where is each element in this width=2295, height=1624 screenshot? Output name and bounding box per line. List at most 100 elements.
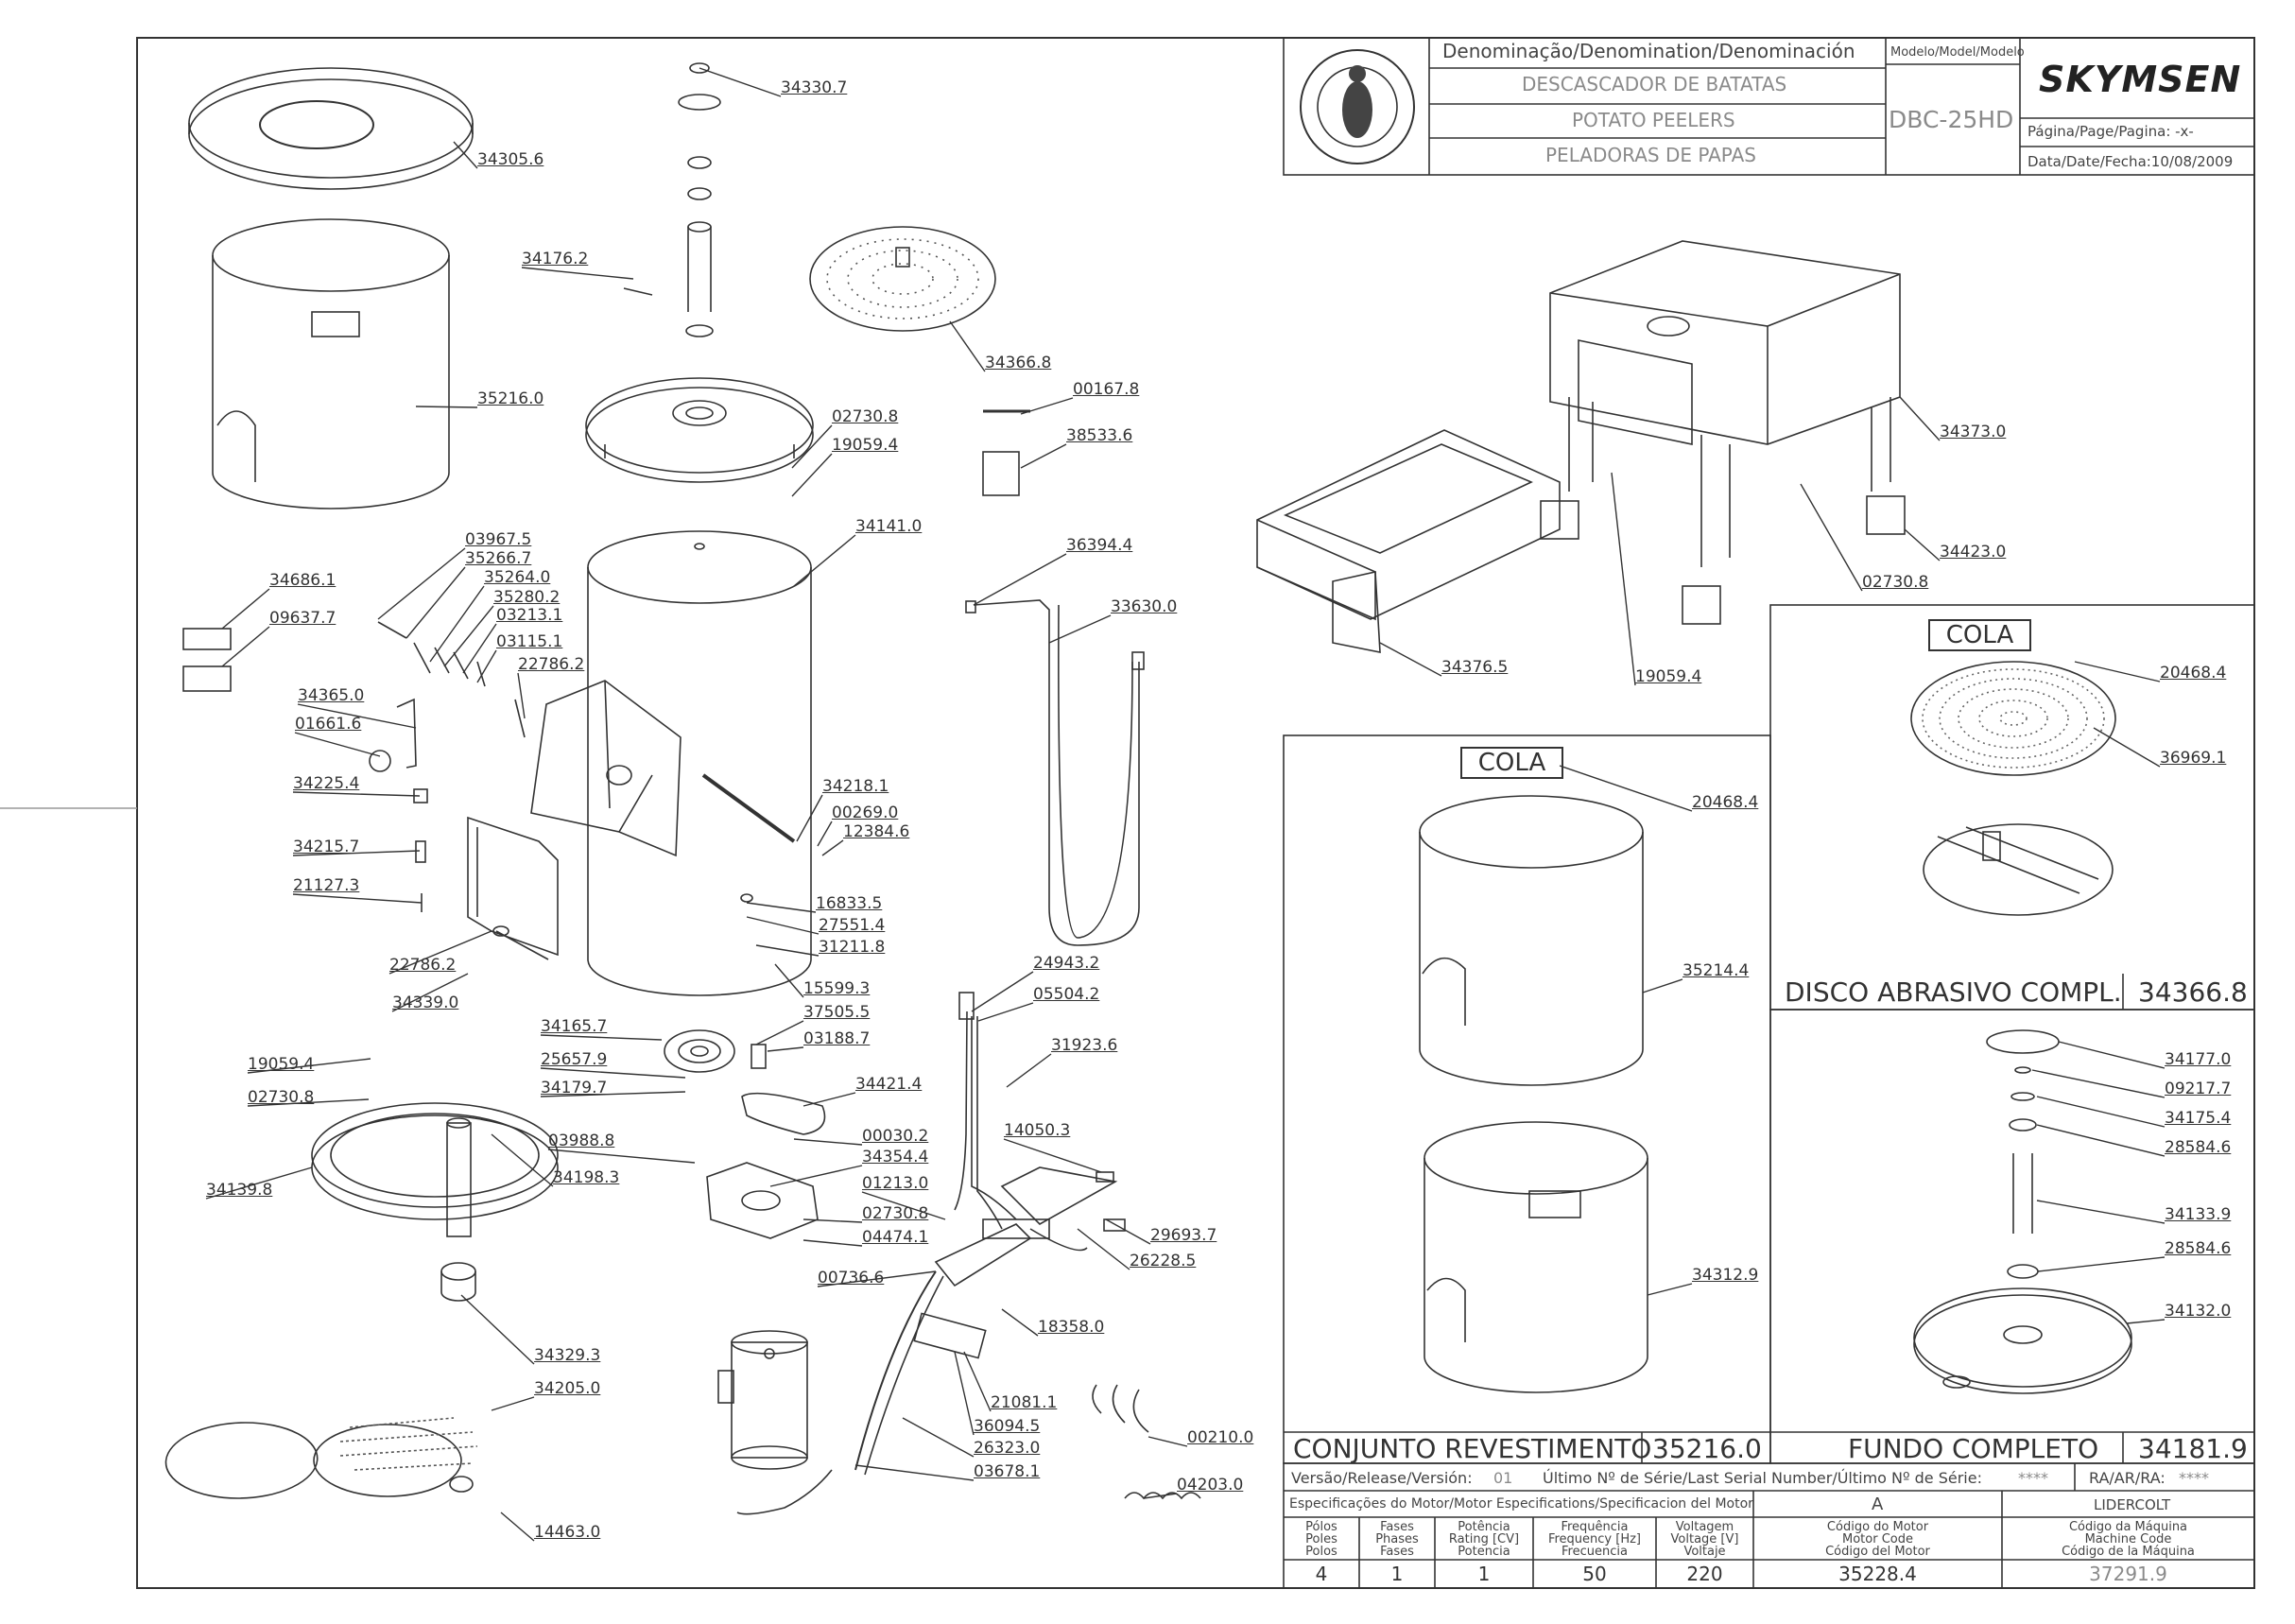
part-label-40: 31923.6 <box>1051 1036 1118 1055</box>
part-label-37: 34165.7 <box>541 1017 608 1036</box>
part-label-45: 34179.7 <box>541 1079 608 1097</box>
part-label-leader-40 <box>1006 1053 1052 1088</box>
panel-fundo-title: FUNDO COMPLETO <box>1848 1433 2099 1464</box>
part-label-33: 34339.0 <box>392 993 459 1012</box>
part-label-leader-63 <box>1148 1436 1188 1447</box>
part-label-leader-52 <box>205 1166 313 1200</box>
switch-box <box>934 1166 1126 1287</box>
part-label-leader-24 <box>796 794 823 842</box>
part-label-38: 37505.5 <box>803 1003 871 1022</box>
part-label-leader-64 <box>902 1417 975 1458</box>
denomination-header: Denominação/Denomination/Denominación <box>1442 40 1855 62</box>
fundo-label-3: 28584.6 <box>2165 1138 2232 1157</box>
ra-label: RA/AR/RA: <box>2089 1469 2166 1487</box>
part-label-leader-16 <box>221 626 270 667</box>
part-label-7: 19059.4 <box>832 436 899 455</box>
fundo-label-leader-0 <box>2058 1041 2166 1069</box>
model-header: Modelo/Model/Modelo <box>1890 45 2025 60</box>
part-label-52: 34139.8 <box>206 1181 273 1200</box>
part-label-64: 26323.0 <box>974 1439 1041 1458</box>
motor-value-6: 37291.9 <box>2089 1563 2167 1585</box>
part-label-leader-48 <box>793 1138 863 1146</box>
part-label-leader-7 <box>791 453 833 497</box>
part-label-leader-5 <box>1020 397 1074 415</box>
disc-label-leader-1 <box>2093 727 2161 768</box>
part-label-34: 15599.3 <box>803 979 871 998</box>
part-label-54: 29693.7 <box>1150 1226 1217 1245</box>
name-es: PELADORAS DE PAPAS <box>1545 144 1756 166</box>
leader-lines <box>205 67 2166 1542</box>
panel-revest-code: 35216.0 <box>1652 1433 1762 1464</box>
part-label-leader-19 <box>973 553 1067 606</box>
part-label-leader-38 <box>755 1020 804 1045</box>
panel-fundo <box>1769 1009 2255 1464</box>
part-label-leader-10 <box>377 547 466 620</box>
revest-label-2: 34312.9 <box>1692 1266 1759 1285</box>
part-label-12: 35264.0 <box>484 568 551 587</box>
part-label-20: 33630.0 <box>1111 597 1178 616</box>
cabinet-stand <box>1549 240 1901 567</box>
wire-harness <box>736 1270 944 1515</box>
part-label-58: 18358.0 <box>1038 1318 1105 1337</box>
version-value: 01 <box>1493 1469 1513 1487</box>
lower-bracket <box>467 816 559 960</box>
part-label-5: 00167.8 <box>1073 380 1140 399</box>
part-label-72: 19059.4 <box>1635 667 1702 686</box>
motor-spec-table <box>1283 1462 2255 1589</box>
part-label-leader-37 <box>540 1034 663 1041</box>
part-label-36: 05504.2 <box>1033 985 1100 1004</box>
panel-revestimento <box>1283 734 1771 1464</box>
part-label-leader-22 <box>294 732 381 757</box>
part-label-71: 34376.5 <box>1441 658 1509 677</box>
fundo-label-1: 09217.7 <box>2165 1080 2232 1098</box>
part-label-leader-8 <box>1020 443 1067 469</box>
part-label-leader-30 <box>746 916 820 935</box>
part-label-leader-20 <box>1048 614 1112 644</box>
part-label-leader-36 <box>977 1002 1034 1022</box>
part-label-11: 35266.7 <box>465 549 532 568</box>
panel-disc-title: DISCO ABRASIVO COMPL. <box>1785 976 2122 1008</box>
drawing-frame <box>136 37 2255 1589</box>
warning-label-icon <box>182 665 232 692</box>
part-label-leader-49 <box>769 1165 863 1187</box>
coupling <box>751 1044 767 1069</box>
part-label-leader-12 <box>429 585 485 663</box>
date-label: Data/Date/Fecha:10/08/2009 <box>2028 153 2234 170</box>
bottom-grille <box>164 1417 478 1499</box>
part-label-leader-34 <box>774 963 804 998</box>
part-label-leader-39 <box>767 1046 804 1052</box>
leveling-feet <box>1540 495 1906 625</box>
part-label-0: 34330.7 <box>781 78 848 97</box>
part-label-leader-27 <box>292 850 421 856</box>
fundo-label-leader-1 <box>2031 1069 2166 1098</box>
motor-header-4: Voltagem Voltage [V] Voltaje <box>1670 1520 1739 1559</box>
part-label-63: 00210.0 <box>1187 1428 1254 1447</box>
part-label-leader-57 <box>817 1270 937 1287</box>
part-label-leader-54 <box>1105 1218 1151 1245</box>
brand-logo: SKYMSEN <box>2039 59 2242 100</box>
ra-value: **** <box>2179 1469 2209 1487</box>
part-label-leader-69 <box>1904 528 1941 561</box>
page-label: Página/Page/Pagina: -x- <box>2028 123 2194 140</box>
pulley <box>664 1029 735 1073</box>
fundo-label-2: 34175.4 <box>2165 1109 2232 1128</box>
part-label-26: 12384.6 <box>843 822 910 841</box>
abrasive-disc <box>809 226 996 332</box>
part-label-8: 38533.6 <box>1066 426 1133 445</box>
part-label-27: 34215.7 <box>293 838 360 856</box>
fundo-label-leader-2 <box>2036 1096 2166 1128</box>
motor-value-0: 4 <box>1315 1563 1328 1585</box>
part-label-leader-66 <box>1143 1493 1178 1499</box>
part-label-49: 34354.4 <box>862 1148 929 1166</box>
part-label-67: 14463.0 <box>534 1523 601 1542</box>
part-label-leader-9 <box>793 534 856 587</box>
part-label-leader-61 <box>963 1351 992 1412</box>
part-label-leader-44 <box>247 1098 370 1107</box>
part-label-39: 03188.7 <box>803 1029 871 1048</box>
revest-label-0: 20468.4 <box>1692 793 1759 812</box>
fundo-label-leader-6 <box>2126 1319 2166 1324</box>
part-label-leader-6 <box>791 424 833 469</box>
motor-col-brand: LIDERCOLT <box>2094 1496 2171 1513</box>
fundo-label-0: 34177.0 <box>2165 1050 2232 1069</box>
